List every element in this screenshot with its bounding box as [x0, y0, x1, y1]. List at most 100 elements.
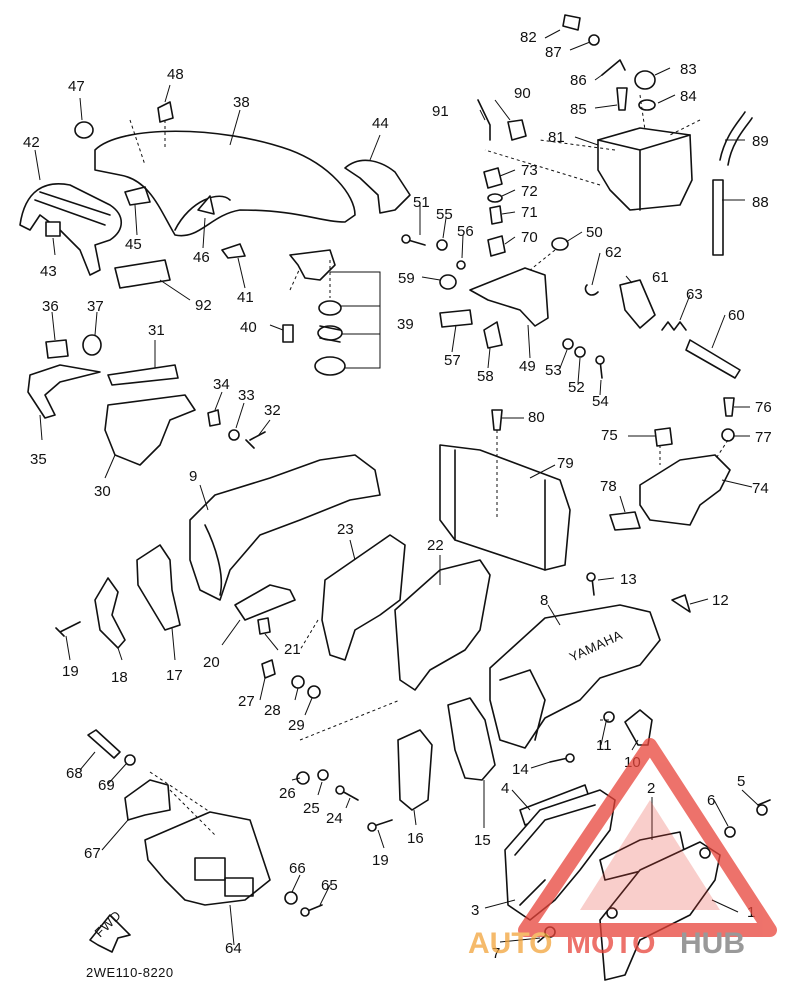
bolt-57: [439, 309, 473, 328]
bolt-65: [300, 904, 323, 917]
washer-29: [307, 685, 321, 699]
bolt-68: [87, 729, 121, 759]
screw-5: [756, 799, 771, 816]
callout-31: 31: [148, 322, 165, 339]
clip-12: [671, 594, 691, 613]
rubber-36: [45, 339, 69, 359]
diagram-code: 2WE110-8220: [86, 965, 174, 980]
bracket-58: [483, 321, 503, 349]
bracket-17: [136, 544, 181, 631]
callout-88: 88: [752, 194, 769, 211]
callout-23: 23: [337, 521, 354, 538]
callout-51: 51: [413, 194, 430, 211]
callout-55: 55: [436, 206, 453, 223]
washer-72: [487, 193, 503, 203]
plate-16: [397, 729, 433, 811]
callout-57: 57: [444, 352, 461, 369]
callout-32: 32: [264, 402, 281, 419]
callout-75: 75: [601, 427, 618, 444]
clip-62: [584, 284, 599, 296]
watermark-text-auto: AUTO: [468, 927, 552, 960]
watermark-triangle: [518, 738, 777, 937]
damper-70: [487, 235, 506, 257]
callout-47: 47: [68, 78, 85, 95]
callout-92: 92: [195, 297, 212, 314]
bracket-39: [289, 249, 346, 376]
callout-5: 5: [737, 773, 745, 790]
callout-18: 18: [111, 669, 128, 686]
callout-61: 61: [652, 269, 669, 286]
bolt-19b: [367, 819, 393, 832]
damper-75: [654, 427, 673, 447]
callout-66: 66: [289, 860, 306, 877]
stay-20: [234, 584, 296, 621]
shaft-60: [685, 339, 741, 379]
side-cover-8: [489, 604, 661, 749]
washer-28: [291, 675, 305, 689]
callout-39: 39: [397, 316, 414, 333]
callout-80: 80: [528, 409, 545, 426]
callout-27: 27: [238, 693, 255, 710]
nut-77: [721, 428, 735, 442]
watermark-logo: AUTO MOTO HUB: [468, 738, 777, 960]
callout-29: 29: [288, 717, 305, 734]
bolt-40: [282, 324, 294, 343]
callout-82: 82: [520, 29, 537, 46]
washer-84: [638, 99, 656, 111]
hose-89: [719, 111, 753, 166]
washer-53: [562, 338, 574, 350]
callout-42: 42: [23, 134, 40, 151]
watermark-text-hub: HUB: [680, 927, 745, 960]
bracket-10: [624, 709, 653, 746]
clip-41: [221, 243, 246, 259]
callout-59: 59: [398, 270, 415, 287]
bolt-19a: [55, 621, 81, 637]
callout-21: 21: [284, 641, 301, 658]
callout-50: 50: [586, 224, 603, 241]
bracket-18: [94, 577, 126, 649]
fwd-arrow: FWD: [89, 908, 131, 953]
grommet-59: [439, 274, 457, 290]
screw-14: [549, 753, 575, 763]
screw-85: [616, 87, 628, 111]
grab-rail-42: [19, 183, 123, 276]
callout-65: 65: [321, 877, 338, 894]
plate-92: [114, 259, 171, 289]
callout-12: 12: [712, 592, 729, 609]
cap-48: [157, 101, 174, 123]
bolt-54: [595, 355, 605, 379]
callout-89: 89: [752, 133, 769, 150]
callout-45: 45: [125, 236, 142, 253]
bracket-74: [639, 454, 731, 526]
callout-25: 25: [303, 800, 320, 817]
screw-32: [245, 431, 266, 449]
callout-9: 9: [189, 468, 197, 485]
callout-91: 91: [432, 103, 449, 120]
grommet-50: [551, 237, 569, 251]
callout-41: 41: [237, 289, 254, 306]
callout-53: 53: [545, 362, 562, 379]
callout-35: 35: [30, 451, 47, 468]
leader-lines: [34, 29, 759, 946]
callout-73: 73: [521, 162, 538, 179]
callout-52: 52: [568, 379, 585, 396]
callout-60: 60: [728, 307, 745, 324]
callout-49: 49: [519, 358, 536, 375]
plate-45: [124, 186, 151, 206]
callout-87: 87: [545, 44, 562, 61]
callout-20: 20: [203, 654, 220, 671]
cap-82: [562, 14, 581, 31]
nut-66: [284, 891, 298, 905]
hose-88: [712, 179, 724, 256]
clip-34: [207, 409, 221, 427]
callout-19b: 19: [372, 852, 389, 869]
bolt-27: [261, 659, 276, 679]
callout-56: 56: [457, 223, 474, 240]
bolt-24: [335, 785, 359, 801]
callout-67: 67: [84, 845, 101, 862]
callout-85: 85: [570, 101, 587, 118]
washer-33: [228, 429, 240, 441]
damper-73: [483, 167, 503, 189]
cap-83: [634, 70, 656, 90]
panel-22: [394, 559, 491, 691]
